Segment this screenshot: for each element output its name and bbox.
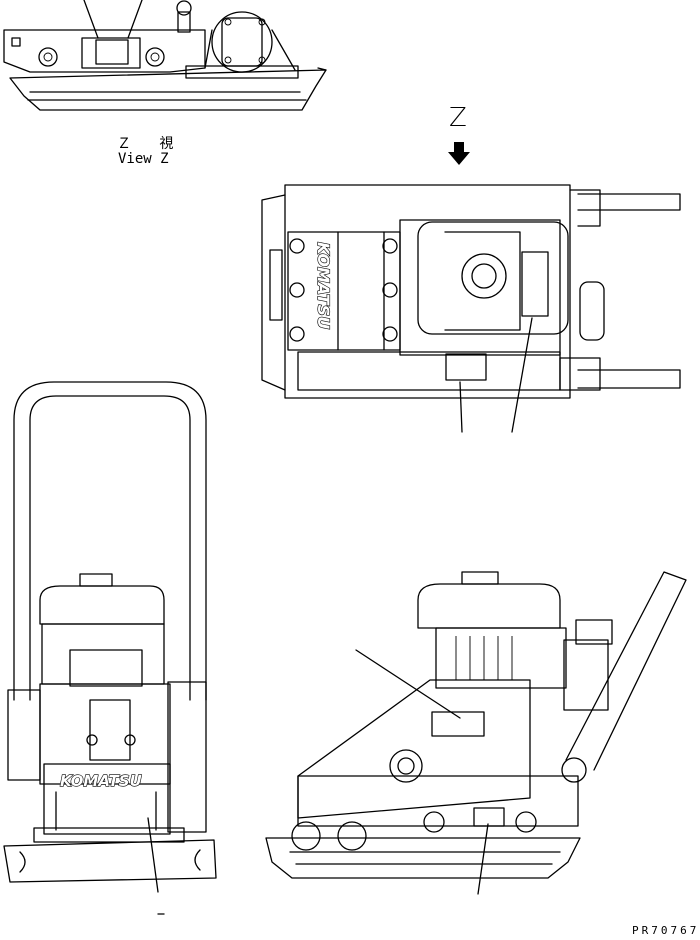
view-marker-letter: Z (449, 103, 467, 133)
part-number: PR70767 (632, 924, 700, 937)
top-view-drawing: KOMATSU (261, 184, 681, 433)
front-view-drawing: KOMATSU (3, 381, 217, 915)
side-view-drawing (265, 571, 687, 895)
logo-top-view: KOMATSU (314, 242, 333, 329)
view-z-drawing (3, 0, 327, 111)
logo-front-view: KOMATSU (60, 772, 142, 790)
label-caption-en: View Z (118, 151, 169, 167)
view-arrow (448, 142, 470, 165)
label-caption-jp: Ｚ 視 (117, 136, 184, 152)
